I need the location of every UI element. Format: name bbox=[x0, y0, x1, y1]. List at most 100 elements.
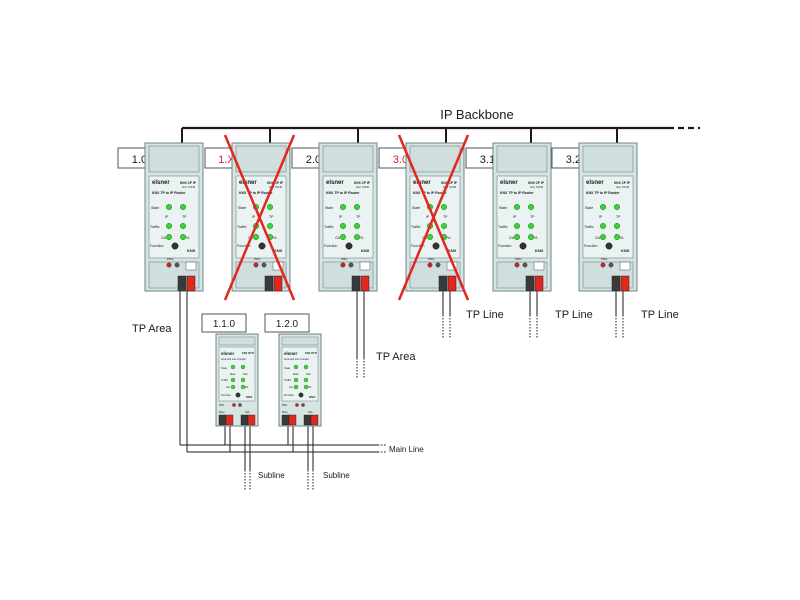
status-led bbox=[599, 203, 607, 211]
router-traffic-label: Traffic bbox=[411, 225, 421, 229]
router-tp-label: TP bbox=[269, 215, 274, 219]
router-tp-label: TP bbox=[443, 215, 448, 219]
router-pa-label: PA bbox=[619, 236, 624, 240]
sub-terminal-dark bbox=[303, 414, 312, 426]
coupler-front-panel bbox=[218, 346, 256, 402]
router-front-panel bbox=[582, 175, 634, 259]
router-prg-label: PRG bbox=[428, 257, 435, 261]
router-ip-label: IP bbox=[165, 215, 169, 219]
status-led bbox=[527, 203, 535, 211]
function-button bbox=[235, 392, 241, 398]
router-title: KNX TP to IP Router bbox=[586, 191, 620, 195]
function-button bbox=[298, 392, 304, 398]
coupler-model: KNX CP IP bbox=[242, 352, 254, 355]
router-tp-label: TP bbox=[182, 215, 187, 219]
status-led bbox=[527, 233, 535, 241]
router-prg-label: PRG bbox=[254, 257, 261, 261]
tp-area-label-left: TP Area bbox=[132, 323, 172, 335]
function-button bbox=[432, 242, 440, 250]
status-led bbox=[240, 364, 246, 370]
coupler-ga-label: GA bbox=[289, 385, 293, 389]
function-button bbox=[171, 242, 179, 250]
status-led bbox=[293, 377, 299, 383]
router-brand: elsner bbox=[326, 180, 344, 186]
router-pa-label: PA bbox=[446, 236, 451, 240]
coupler-sub-terminal-label: Sub bbox=[245, 410, 250, 414]
coupler-brand: elsner bbox=[284, 351, 298, 356]
router-ga-label: GA bbox=[595, 236, 601, 240]
coupler-address-box bbox=[264, 313, 310, 333]
router-prg-label: PRG bbox=[515, 257, 522, 261]
ip-backbone: IP Backbone bbox=[182, 107, 700, 130]
bus-terminal-red bbox=[534, 275, 544, 292]
router-model-sub: Item 70149 bbox=[269, 185, 283, 189]
coupler-main-label: Main bbox=[230, 372, 236, 376]
prg-button bbox=[261, 262, 267, 268]
bus-terminal-dark bbox=[438, 275, 448, 292]
router-model-sub: Item 70149 bbox=[616, 185, 630, 189]
status-led bbox=[179, 222, 187, 230]
status-led bbox=[240, 384, 246, 390]
status-led bbox=[230, 377, 236, 383]
router-pa-label: PA bbox=[272, 236, 277, 240]
router-tp-label: TP bbox=[530, 215, 535, 219]
router-title: KNX TP to IP Router bbox=[152, 191, 186, 195]
subline-label-1: Subline bbox=[258, 471, 285, 480]
coupler-address-box bbox=[201, 313, 247, 333]
bus-terminal-dark bbox=[611, 275, 621, 292]
router-model: KNX CP IP bbox=[441, 181, 458, 185]
router-state-label: State bbox=[499, 206, 507, 210]
prg-button bbox=[522, 262, 528, 268]
coupler-main-terminal-label: Main bbox=[219, 410, 225, 414]
diagram-labels: TP Area TP Area TP Line TP Line TP Line … bbox=[132, 309, 679, 480]
coupler-state-label: State bbox=[221, 366, 228, 370]
router-knx-logo: KNX bbox=[187, 248, 196, 253]
router-prg-label: PRG bbox=[601, 257, 608, 261]
prg-led bbox=[166, 262, 172, 268]
router-ga-label: GA bbox=[335, 236, 341, 240]
coupler-address-label: 1.1.0 bbox=[213, 319, 236, 330]
main-terminal-red bbox=[288, 414, 297, 426]
router-traffic-label: Traffic bbox=[237, 225, 247, 229]
coupler-sub-label: Sub bbox=[306, 372, 311, 376]
router-ip-label: IP bbox=[252, 215, 256, 219]
router-brand: elsner bbox=[239, 180, 257, 186]
router-model: KNX CP IP bbox=[614, 181, 631, 185]
bus-terminal-red bbox=[273, 275, 283, 292]
status-led bbox=[240, 377, 246, 383]
status-led bbox=[266, 203, 274, 211]
coupler-prg-label: PRG bbox=[219, 404, 224, 407]
status-led bbox=[353, 233, 361, 241]
main-line-label: Main Line bbox=[389, 445, 424, 454]
status-led bbox=[440, 203, 448, 211]
bus-terminal-red bbox=[360, 275, 370, 292]
status-led bbox=[426, 233, 434, 241]
router-ip-label: IP bbox=[513, 215, 517, 219]
bus-terminal-dark bbox=[264, 275, 274, 292]
tp-area-label-mid: TP Area bbox=[376, 351, 416, 363]
router-traffic-label: Traffic bbox=[324, 225, 334, 229]
function-button bbox=[519, 242, 527, 250]
coupler-knx-logo: KNX bbox=[309, 395, 315, 399]
tp-line-label-2: TP Line bbox=[555, 309, 593, 321]
sub-terminal-dark bbox=[240, 414, 249, 426]
status-led bbox=[599, 222, 607, 230]
coupler-sub-label: Sub bbox=[243, 372, 248, 376]
main-terminal-dark bbox=[281, 414, 290, 426]
router-top-cover bbox=[496, 145, 548, 173]
bus-terminal-red bbox=[186, 275, 196, 292]
coupler-top-cover bbox=[281, 336, 319, 346]
status-led bbox=[513, 203, 521, 211]
coupler-pa-label: PA bbox=[245, 385, 249, 389]
status-led bbox=[303, 384, 309, 390]
router-ip-label: IP bbox=[339, 215, 343, 219]
router-state-label: State bbox=[151, 206, 159, 210]
coupler-function-label: Function bbox=[284, 393, 295, 397]
status-led bbox=[230, 384, 236, 390]
